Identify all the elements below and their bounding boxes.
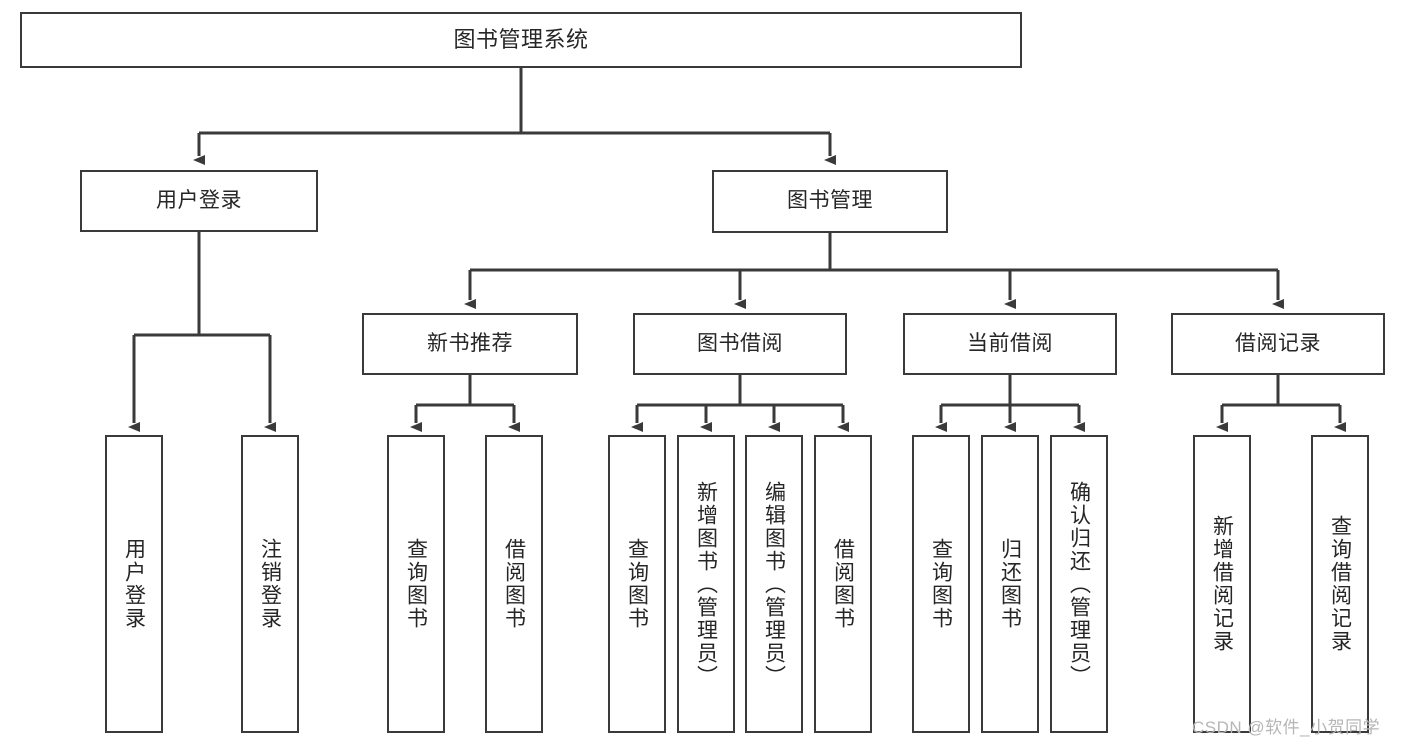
watermark-text: CSDN @软件_小贺同学 [1192,718,1381,737]
node-label: 新增图书（管理员） [694,480,718,688]
node-label: 新增借阅记录 [1210,515,1234,653]
node-label: 注销登录 [258,538,282,630]
leaf-borrow-add-book-admin[interactable]: 新增图书（管理员） [677,435,735,733]
node-label: 图书管理系统 [453,27,589,53]
node-current-borrow[interactable]: 当前借阅 [903,313,1117,375]
node-label: 查询图书 [929,538,953,630]
node-book-management[interactable]: 图书管理 [712,170,948,233]
node-label: 图书借阅 [697,331,783,355]
leaf-current-confirm-return-admin[interactable]: 确认归还（管理员） [1050,435,1108,733]
node-label: 当前借阅 [967,331,1053,355]
node-label: 用户登录 [156,188,242,212]
node-label: 图书管理 [787,189,873,213]
leaf-borrow-query-book[interactable]: 查询图书 [608,435,666,733]
leaf-record-query-borrow-record[interactable]: 查询借阅记录 [1311,435,1369,733]
node-label: 新书推荐 [427,331,513,355]
node-label: 归还图书 [998,538,1022,630]
node-label: 借阅记录 [1235,331,1321,355]
node-label: 查询图书 [404,538,428,630]
node-label: 编辑图书（管理员） [762,480,786,688]
leaf-user-login[interactable]: 用户登录 [105,435,163,733]
leaf-user-logout[interactable]: 注销登录 [241,435,299,733]
node-borrow-record[interactable]: 借阅记录 [1171,313,1385,375]
leaf-recommend-query-book[interactable]: 查询图书 [387,435,445,733]
leaf-current-return-book[interactable]: 归还图书 [981,435,1039,733]
node-label: 借阅图书 [502,538,526,630]
leaf-borrow-borrow-book[interactable]: 借阅图书 [814,435,872,733]
node-book-borrow[interactable]: 图书借阅 [633,313,847,375]
node-new-book-recommend[interactable]: 新书推荐 [362,313,578,375]
leaf-recommend-borrow-book[interactable]: 借阅图书 [485,435,543,733]
node-label: 用户登录 [122,538,146,630]
node-label: 确认归还（管理员） [1067,480,1091,688]
leaf-borrow-edit-book-admin[interactable]: 编辑图书（管理员） [745,435,803,733]
node-label: 查询图书 [625,538,649,630]
leaf-current-query-book[interactable]: 查询图书 [912,435,970,733]
leaf-record-add-borrow-record[interactable]: 新增借阅记录 [1193,435,1251,733]
node-user-login[interactable]: 用户登录 [80,170,318,232]
node-root-system[interactable]: 图书管理系统 [20,12,1022,68]
node-label: 查询借阅记录 [1328,515,1352,653]
node-label: 借阅图书 [831,538,855,630]
